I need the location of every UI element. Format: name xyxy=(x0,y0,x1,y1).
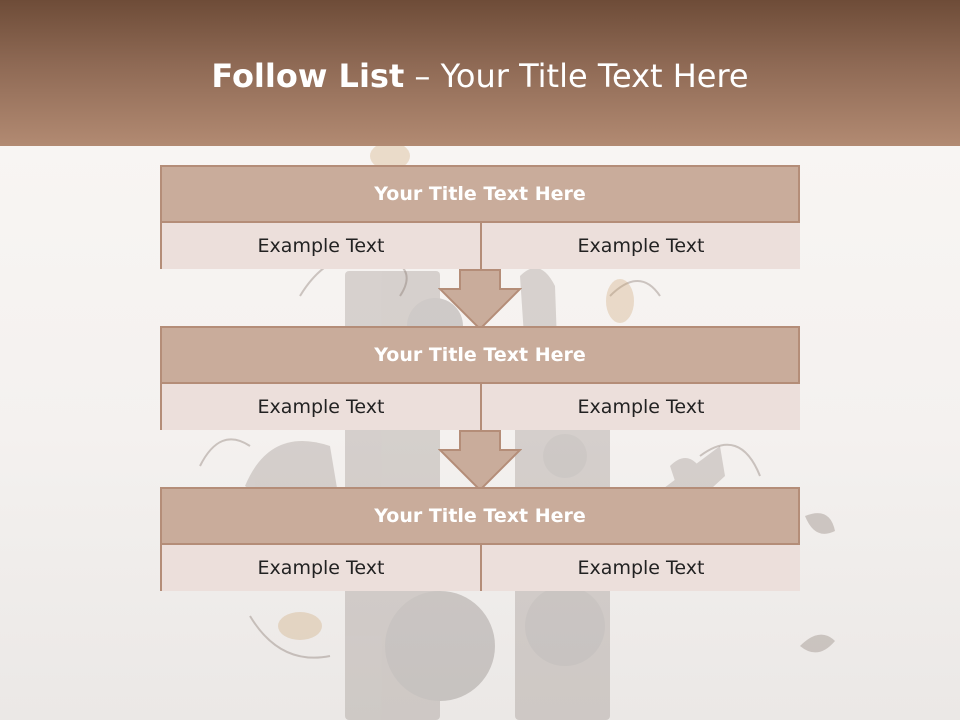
step-cell-left: Example Text xyxy=(162,384,482,430)
slide-title-bold: Follow List xyxy=(211,57,405,95)
step-block-1: Your Title Text Here Example Text Exampl… xyxy=(160,165,800,269)
down-arrow-icon xyxy=(438,269,522,331)
slide-title: Follow List – Your Title Text Here xyxy=(0,56,960,96)
step-cell-left: Example Text xyxy=(162,545,482,591)
step-block-2: Your Title Text Here Example Text Exampl… xyxy=(160,326,800,430)
down-arrow-icon xyxy=(438,430,522,492)
step-cell-right: Example Text xyxy=(482,223,800,269)
slide-header: Follow List – Your Title Text Here xyxy=(0,0,960,146)
step-title: Your Title Text Here xyxy=(162,328,798,384)
step-title: Your Title Text Here xyxy=(162,167,798,223)
step-cell-right: Example Text xyxy=(482,545,800,591)
step-title: Your Title Text Here xyxy=(162,489,798,545)
slide-title-rest: – Your Title Text Here xyxy=(404,57,749,95)
step-block-3: Your Title Text Here Example Text Exampl… xyxy=(160,487,800,591)
step-cell-left: Example Text xyxy=(162,223,482,269)
step-cell-right: Example Text xyxy=(482,384,800,430)
